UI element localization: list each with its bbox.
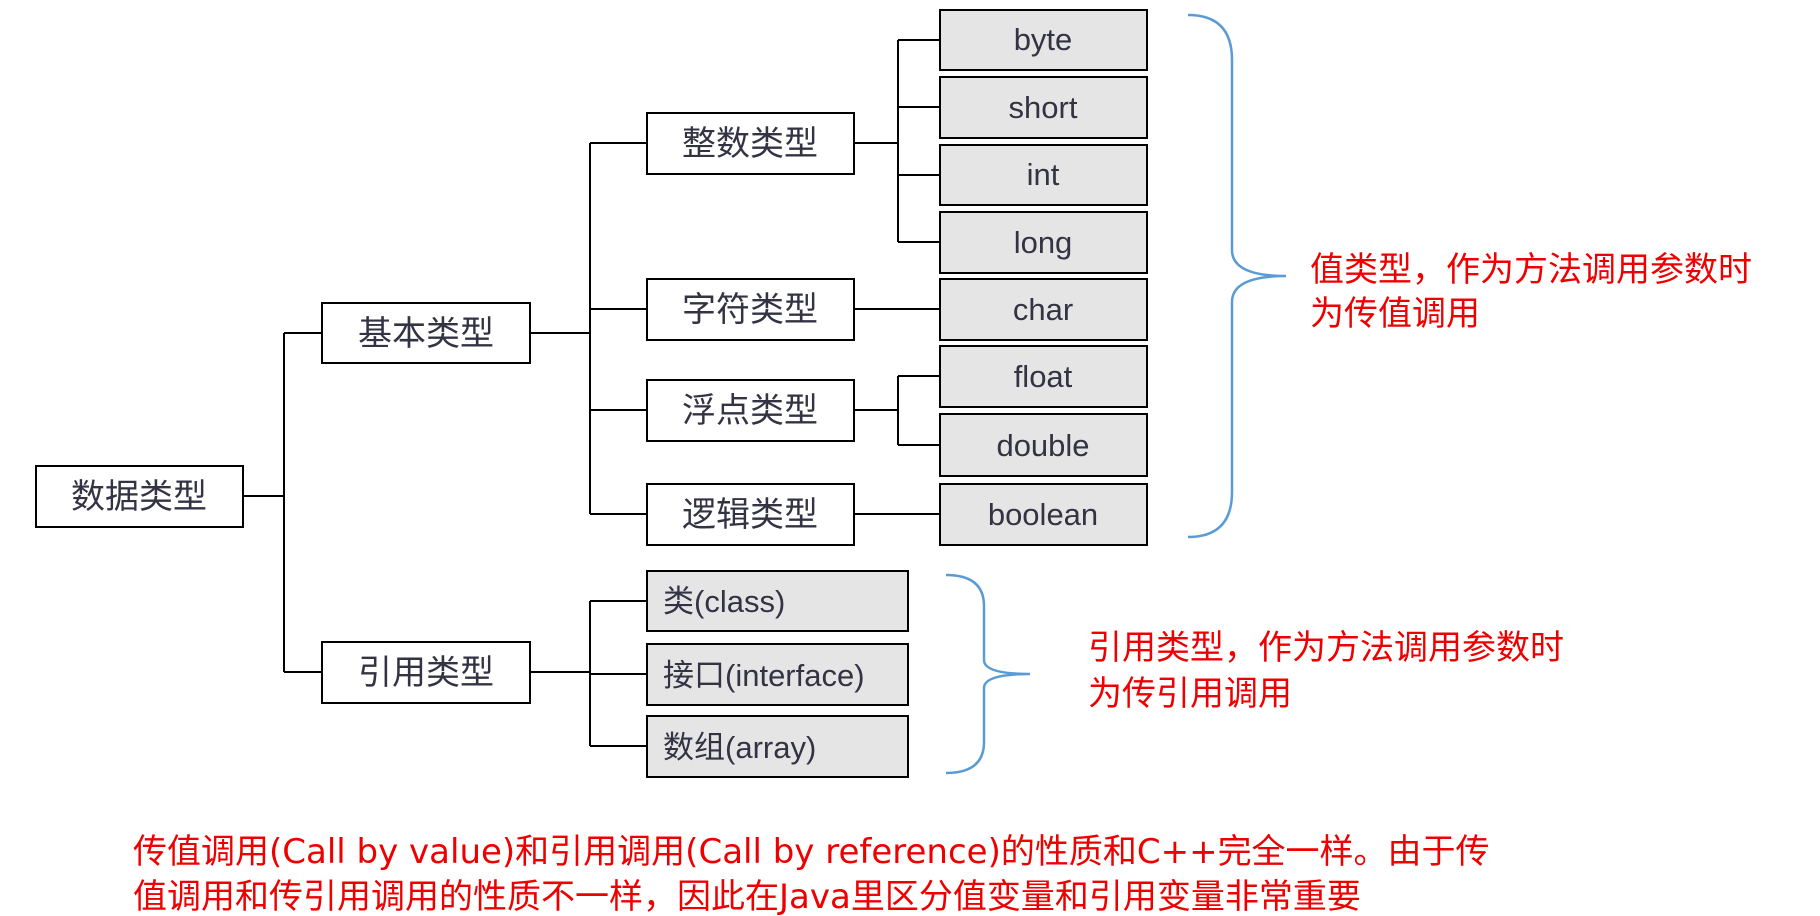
leaf-char-label: char (1013, 292, 1073, 327)
leaf-short: short (939, 76, 1148, 139)
node-floating-types: 浮点类型 (646, 379, 855, 442)
node-floating-types-label: 浮点类型 (682, 391, 818, 431)
leaf-char: char (939, 278, 1148, 341)
leaf-long-label: long (1014, 225, 1073, 260)
node-primitive-types-label: 基本类型 (358, 314, 494, 354)
leaf-array-label: 数组(array) (663, 730, 816, 765)
leaf-boolean: boolean (939, 483, 1148, 546)
primitive-note-line-2: 为传值调用 (1310, 294, 1480, 334)
footer-note-line-1: 传值调用(Call by value)和引用调用(Call by referen… (133, 832, 1490, 872)
leaf-long: long (939, 211, 1148, 274)
node-reference-types: 引用类型 (321, 641, 531, 704)
leaf-byte: byte (939, 9, 1148, 71)
node-logical-types-label: 逻辑类型 (682, 495, 818, 535)
reference-note: 引用类型，作为方法调用参数时 为传引用调用 (1088, 628, 1564, 714)
reference-group-brace (945, 573, 1031, 775)
connector-lines (243, 39, 940, 747)
leaf-array: 数组(array) (646, 715, 909, 778)
leaf-short-label: short (1009, 90, 1078, 125)
leaf-byte-label: byte (1014, 22, 1073, 57)
node-reference-types-label: 引用类型 (358, 653, 494, 693)
node-logical-types: 逻辑类型 (646, 483, 855, 546)
leaf-double-label: double (996, 428, 1089, 463)
leaf-float-label: float (1014, 359, 1073, 394)
footer-note-line-2: 值调用和传引用调用的性质不一样，因此在Java里区分值变量和引用变量非常重要 (133, 877, 1361, 916)
primitive-note-line-1: 值类型，作为方法调用参数时 (1310, 250, 1752, 290)
primitive-group-brace (1187, 13, 1287, 539)
node-data-types: 数据类型 (35, 465, 244, 528)
leaf-interface: 接口(interface) (646, 643, 909, 706)
leaf-double: double (939, 413, 1148, 477)
leaf-boolean-label: boolean (988, 497, 1098, 532)
leaf-interface-label: 接口(interface) (663, 658, 865, 693)
node-character-types-label: 字符类型 (682, 290, 818, 330)
primitive-note: 值类型，作为方法调用参数时 为传值调用 (1310, 250, 1752, 334)
reference-note-line-2: 为传引用调用 (1088, 674, 1292, 714)
leaf-float: float (939, 345, 1148, 408)
leaf-class: 类(class) (646, 570, 909, 632)
reference-note-line-1: 引用类型，作为方法调用参数时 (1088, 628, 1564, 668)
node-integer-types-label: 整数类型 (682, 124, 818, 164)
node-primitive-types: 基本类型 (321, 302, 531, 364)
leaf-int: int (939, 144, 1148, 206)
node-integer-types: 整数类型 (646, 112, 855, 175)
footer-note: 传值调用(Call by value)和引用调用(Call by referen… (133, 832, 1490, 916)
node-character-types: 字符类型 (646, 278, 855, 341)
leaf-class-label: 类(class) (663, 584, 785, 619)
leaf-int-label: int (1027, 157, 1060, 192)
node-data-types-label: 数据类型 (71, 477, 207, 517)
